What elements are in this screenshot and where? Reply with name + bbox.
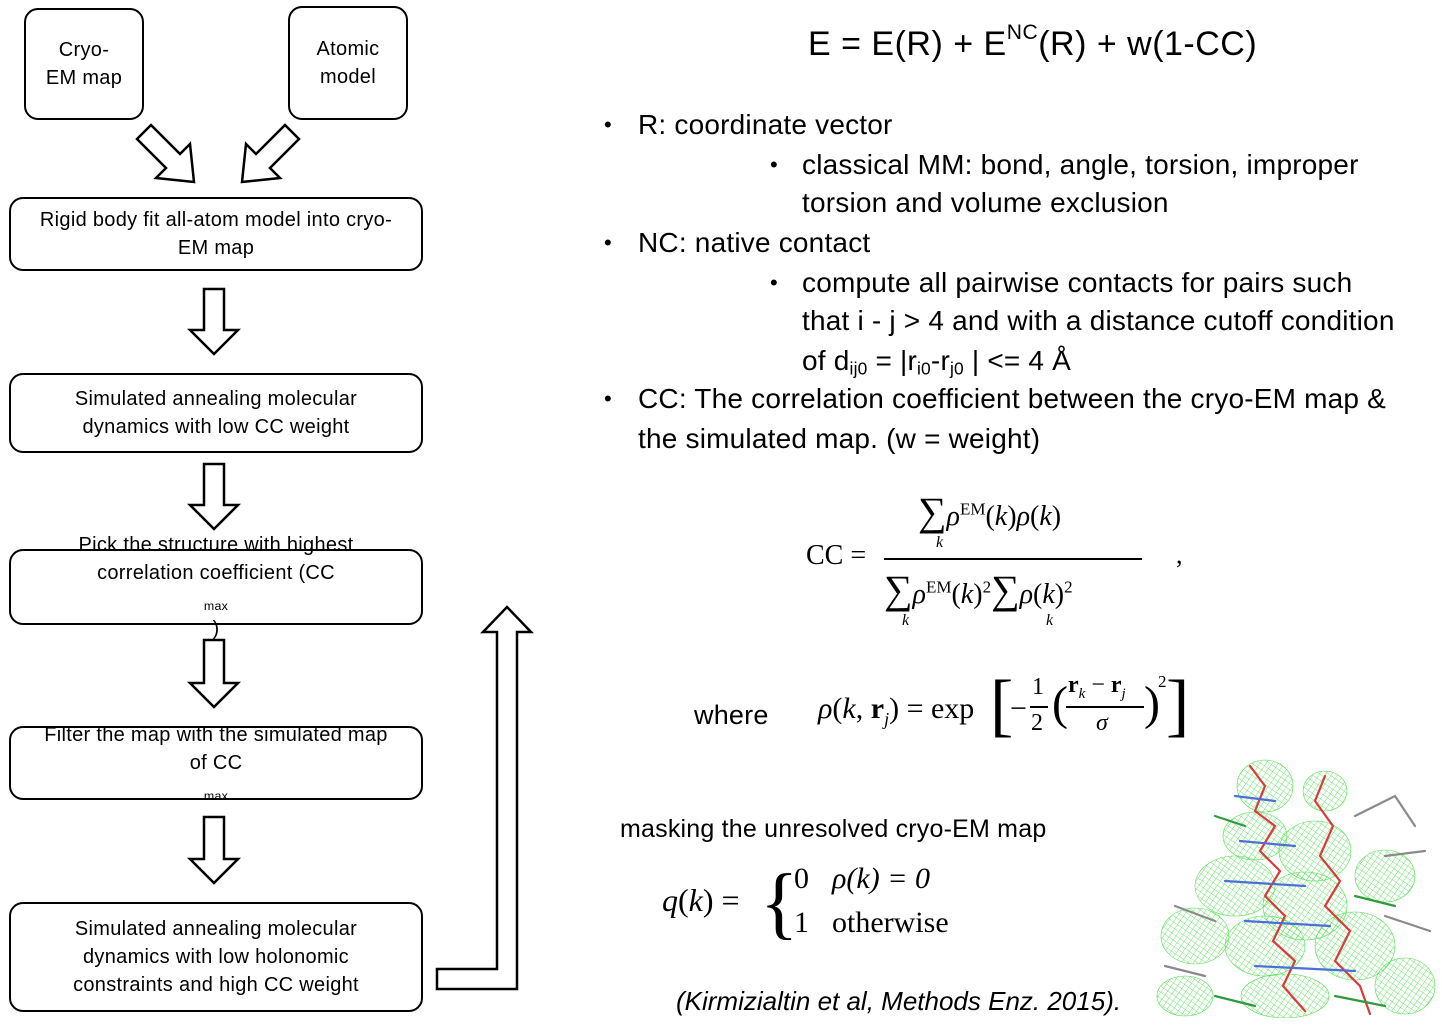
- mask-case-zero: 0: [794, 862, 809, 895]
- citation: (Kirmizialtin et al, Methods Enz. 2015).: [676, 986, 1122, 1016]
- mask-lhs: q(k) =: [662, 882, 740, 918]
- bullet-dot: •: [604, 386, 612, 411]
- bullet-dot: •: [770, 152, 778, 177]
- cryo-em-map-box: Cryo- EM map: [24, 8, 144, 120]
- dist-text-4: | <= 4 Å: [963, 345, 1072, 376]
- energy-equation: E = E(R) + ENC(R) + w(1-CC): [808, 22, 1257, 66]
- rho-paren-right: ): [1144, 677, 1160, 730]
- rho-lhs: ρ(k, rj) = exp: [818, 692, 975, 729]
- arrow-down-1: [186, 287, 242, 356]
- cc-den-sub-k2: k: [1046, 612, 1054, 629]
- bullet-dot: •: [604, 112, 612, 137]
- mask-case-one-cond: otherwise: [832, 906, 949, 939]
- rho-diff-bar: [1066, 706, 1144, 708]
- arrow-down-2: [186, 462, 242, 531]
- cc-numerator: ∑ρEM(k)ρ(k): [918, 489, 1062, 534]
- rho-diff: rk − rj: [1068, 672, 1126, 702]
- rho-bracket-right: ]: [1166, 667, 1190, 744]
- bullet-cc-1: CC: The correlation coefficient between …: [638, 383, 1387, 414]
- density-map-image: [1156, 759, 1436, 1018]
- arrow-down-3: [186, 638, 242, 709]
- bullet-nc-sub-1: compute all pairwise contacts for pairs …: [802, 267, 1353, 298]
- dist-sub-i0: i0: [917, 358, 931, 379]
- bullet-r-sub-1: classical MM: bond, angle, torsion, impr…: [802, 149, 1359, 180]
- rho-square: 2: [1158, 672, 1167, 691]
- dist-text-2: = |r: [867, 345, 917, 376]
- step-4-line-1: Filter the map with the simulated map: [44, 724, 388, 746]
- dist-text-1: of d: [802, 345, 850, 376]
- cc-formula-lhs: CC =: [806, 540, 867, 571]
- rho-half-bar: [1030, 706, 1048, 708]
- bullet-r-sub-2: torsion and volume exclusion: [802, 187, 1169, 218]
- rho-bracket-left: [: [990, 667, 1014, 744]
- masking-label: masking the unresolved cryo-EM map: [620, 815, 1047, 843]
- mask-brace: {: [760, 859, 799, 947]
- bullet-dot: •: [604, 230, 612, 255]
- step-5-line-3: constraints and high CC weight: [73, 974, 359, 996]
- arrow-from-map: [135, 123, 196, 184]
- step-rigid-body-fit: Rigid body fit all-atom model into cryo-…: [9, 197, 423, 271]
- flow-arrows: [135, 123, 534, 991]
- mesh-blobs: [1156, 759, 1436, 1018]
- where-label: where: [694, 700, 769, 730]
- step-4-line-2: of CC max: [44, 749, 387, 805]
- rho-sigma: σ: [1096, 710, 1108, 736]
- step-4-cc-text: of CC: [189, 752, 243, 774]
- rho-paren-left: (: [1052, 677, 1068, 730]
- equation-rhs: (R) + w(1-CC): [1038, 25, 1258, 63]
- dist-sub-ij0: ij0: [849, 358, 868, 379]
- bullet-nc-sub-3: of dij0 = |ri0-rj0 | <= 4 Å: [802, 342, 1071, 380]
- step-5-line-1: Simulated annealing molecular: [74, 918, 358, 940]
- step-3-cc-max-sub: max: [203, 599, 229, 614]
- cc-den-sub-k1: k: [902, 612, 910, 629]
- equation-nc-sup: NC: [1006, 21, 1039, 45]
- step-3-line-2: correlation coefficient (CC max): [79, 559, 354, 643]
- bullet-nc-sub-2: that i - j > 4 and with a distance cutof…: [802, 305, 1395, 336]
- cc-denominator: ∑ρEM(k)2∑ρ(k)2: [884, 567, 1073, 612]
- dist-text-3: -r: [930, 345, 950, 376]
- bullet-nc: NC: native contact: [638, 227, 871, 258]
- atomic-model-label-1: Atomic: [316, 38, 380, 60]
- equation-lhs: E = E(R) + E: [808, 25, 1007, 63]
- cryo-em-map-label-2: EM map: [45, 67, 123, 89]
- cc-num-sub-k: k: [936, 534, 944, 551]
- step-3-line-1: Pick the structure with highest: [78, 534, 354, 556]
- dist-sub-j0: j0: [949, 358, 964, 379]
- step-2-line-1: Simulated annealing molecular: [74, 388, 358, 410]
- step-5-line-2: dynamics with low holonomic: [83, 946, 349, 968]
- step-1-line-1: Rigid body fit all-atom model into cryo-: [39, 209, 393, 231]
- step-filter-map: Filter the map with the simulated map of …: [9, 724, 423, 802]
- step-4-cc-max-sub: max: [203, 789, 229, 804]
- atomic-model-box: Atomic model: [288, 6, 408, 120]
- cc-fraction-bar: [884, 558, 1142, 560]
- step-1-line-2: EM map: [177, 237, 255, 259]
- arrow-down-4: [186, 815, 242, 885]
- atomic-model-label-2: model: [320, 66, 376, 88]
- cc-comma: ,: [1176, 540, 1183, 569]
- step-3-paren: ): [212, 618, 220, 640]
- cryo-em-map-label-1: Cryo-: [58, 39, 110, 61]
- bullet-dot: •: [770, 270, 778, 295]
- mask-case-one: 1: [794, 906, 809, 939]
- bullet-r: R: coordinate vector: [638, 109, 893, 140]
- step-3-cc-text: correlation coefficient (CC: [97, 562, 335, 584]
- rho-half-num: 1: [1032, 674, 1044, 700]
- rho-half-den: 2: [1031, 710, 1043, 736]
- mask-case-zero-cond: ρ(k) = 0: [832, 862, 930, 895]
- step-pick-structure: Pick the structure with highest correlati…: [9, 534, 423, 640]
- arrow-from-model: [240, 123, 301, 184]
- step-annealing-low-cc: Simulated annealing molecular dynamics wi…: [9, 373, 423, 453]
- rho-minus: −: [1010, 692, 1027, 725]
- bullet-cc-2: the simulated map. (w = weight): [638, 423, 1041, 454]
- arrow-feedback-loop: [435, 605, 534, 991]
- step-annealing-high-cc: Simulated annealing molecular dynamics wi…: [9, 902, 423, 1012]
- model-sticks: [1163, 764, 1432, 1016]
- step-2-line-2: dynamics with low CC weight: [82, 416, 350, 438]
